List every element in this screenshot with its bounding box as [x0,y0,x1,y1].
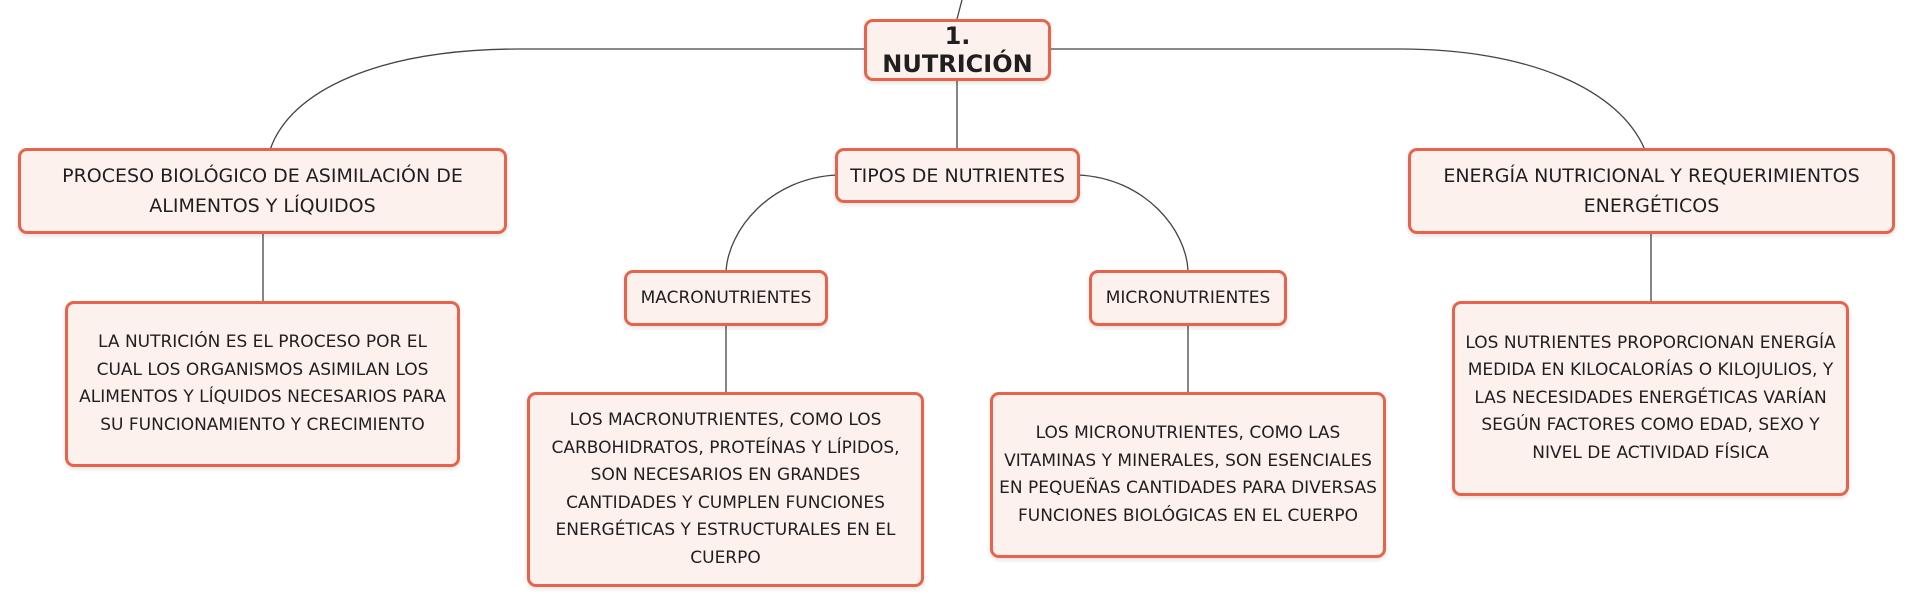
branch-node-energia-nutricional: ENERGÍA NUTRICIONAL Y REQUERIMIENTOS ENE… [1408,148,1895,234]
detail-node-text: LOS MICRONUTRIENTES, COMO LAS VITAMINAS … [999,423,1377,526]
detail-node-micronutrientes: LOS MICRONUTRIENTES, COMO LAS VITAMINAS … [990,392,1386,558]
branch-node-label: PROCESO BIOLÓGICO DE ASIMILACIÓN DE ALIM… [62,165,463,217]
root-node-nutricion: 1. NUTRICIÓN [864,19,1051,81]
subbranch-node-label: MICRONUTRIENTES [1105,288,1271,308]
edge-root-energia [1048,48,1646,151]
subbranch-node-micronutrientes: MICRONUTRIENTES [1089,270,1287,326]
edge-tipos-micro [1077,174,1189,273]
edge-root-biologico [269,48,866,151]
detail-node-text: LA NUTRICIÓN ES EL PROCESO POR EL CUAL L… [79,332,446,435]
detail-node-proceso-biologico: LA NUTRICIÓN ES EL PROCESO POR EL CUAL L… [65,301,460,467]
branch-node-tipos-nutrientes: TIPOS DE NUTRIENTES [835,148,1080,203]
detail-node-text: LOS NUTRIENTES PROPORCIONAN ENERGÍA MEDI… [1465,332,1836,463]
branch-node-proceso-biologico: PROCESO BIOLÓGICO DE ASIMILACIÓN DE ALIM… [18,148,507,234]
branch-node-label: TIPOS DE NUTRIENTES [850,164,1065,187]
edge-parent-root [956,0,963,20]
detail-node-text: LOS MACRONUTRIENTES, COMO LOS CARBOHIDRA… [551,410,900,568]
subbranch-node-macronutrientes: MACRONUTRIENTES [624,270,828,326]
detail-node-macronutrientes: LOS MACRONUTRIENTES, COMO LOS CARBOHIDRA… [527,392,924,587]
subbranch-node-label: MACRONUTRIENTES [640,288,812,308]
root-node-label: 1. NUTRICIÓN [882,22,1033,78]
edge-tipos-macro [725,174,838,273]
detail-node-energia-nutricional: LOS NUTRIENTES PROPORCIONAN ENERGÍA MEDI… [1452,301,1849,496]
branch-node-label: ENERGÍA NUTRICIONAL Y REQUERIMIENTOS ENE… [1443,165,1860,217]
